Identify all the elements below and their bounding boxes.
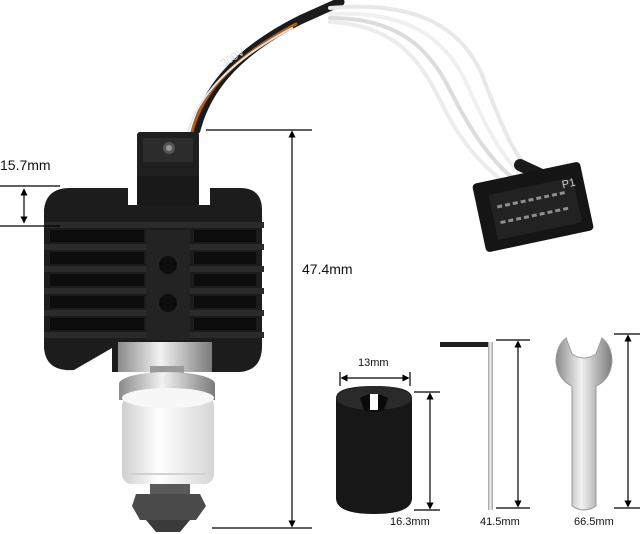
dim-heatsink-width — [0, 185, 60, 227]
total-height-label: 47.4mm — [302, 261, 353, 277]
dim-sleeve-height — [414, 391, 440, 511]
wrench — [555, 337, 613, 511]
heatsink — [44, 188, 264, 372]
wrench-length-label: 66.5mm — [574, 516, 614, 528]
ceramic-heater — [122, 388, 214, 484]
connector-board — [472, 162, 594, 252]
sleeve-height-label: 16.3mm — [390, 516, 430, 528]
heatsink-width-label: 15.7mm — [0, 157, 51, 173]
silicone-sleeve — [336, 386, 412, 514]
nozzle — [132, 484, 206, 532]
dim-sleeve-diameter — [339, 372, 411, 386]
dim-wrench — [614, 333, 640, 509]
sleeve-diameter-label: 13mm — [358, 357, 389, 369]
dim-total-height — [206, 129, 312, 529]
dim-hex-key — [496, 339, 530, 509]
hex-key-length-label: 41.5mm — [480, 516, 520, 528]
wire-bundle — [187, 0, 554, 187]
hex-key — [440, 342, 493, 510]
